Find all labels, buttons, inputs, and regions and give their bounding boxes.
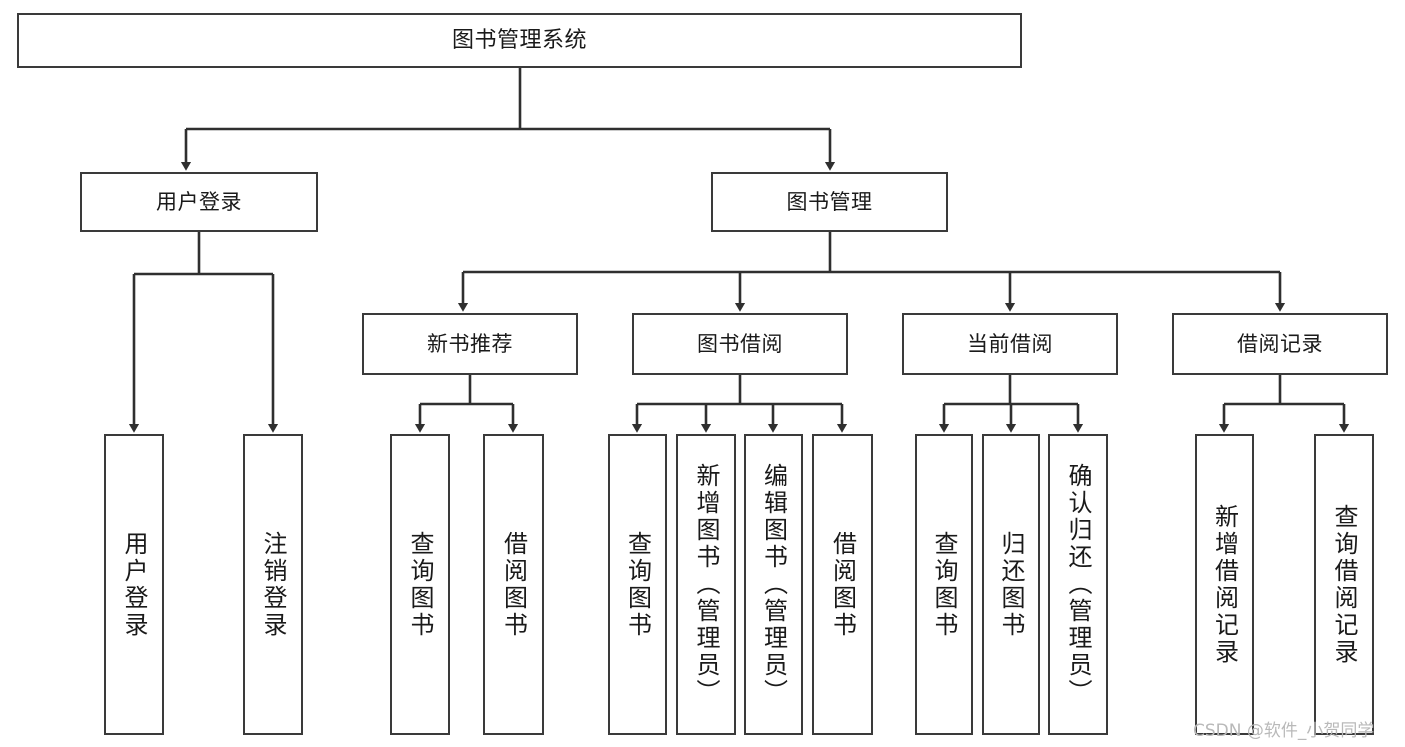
node-label: 当前借阅 bbox=[967, 331, 1053, 356]
node-leaf-borrow-book-1[interactable]: 借阅图书 bbox=[483, 434, 544, 735]
node-leaf-user-login[interactable]: 用户登录 bbox=[104, 434, 164, 735]
node-leaf-edit-book-admin[interactable]: 编辑图书（管理员） bbox=[744, 434, 803, 735]
node-label: 查询图书 bbox=[930, 530, 958, 639]
node-label: 借阅图书 bbox=[828, 530, 857, 639]
node-leaf-query-book-1[interactable]: 查询图书 bbox=[390, 434, 450, 735]
node-label: 新书推荐 bbox=[427, 331, 513, 356]
node-label: 归还图书 bbox=[997, 530, 1025, 639]
node-leaf-confirm-return-admin[interactable]: 确认归还（管理员） bbox=[1048, 434, 1108, 735]
node-label: 新增图书（管理员） bbox=[692, 463, 720, 706]
node-user-login[interactable]: 用户登录 bbox=[80, 172, 318, 232]
node-leaf-return-book[interactable]: 归还图书 bbox=[982, 434, 1040, 735]
node-current-borrow[interactable]: 当前借阅 bbox=[902, 313, 1118, 375]
node-book-management[interactable]: 图书管理 bbox=[711, 172, 948, 232]
node-label: 用户登录 bbox=[120, 530, 148, 639]
node-label: 图书借阅 bbox=[697, 331, 783, 356]
csdn-watermark: CSDN @软件_小贺同学 bbox=[1193, 721, 1375, 741]
node-label: 查询图书 bbox=[406, 530, 434, 639]
node-leaf-query-book-2[interactable]: 查询图书 bbox=[608, 434, 667, 735]
node-borrow-record[interactable]: 借阅记录 bbox=[1172, 313, 1388, 375]
node-label: 确认归还（管理员） bbox=[1064, 463, 1092, 706]
node-label: 用户登录 bbox=[156, 189, 242, 214]
node-label: 借阅记录 bbox=[1237, 331, 1323, 356]
node-label: 图书管理 bbox=[786, 189, 873, 214]
node-leaf-query-book-3[interactable]: 查询图书 bbox=[915, 434, 973, 735]
node-label: 借阅图书 bbox=[499, 530, 528, 639]
node-book-borrow[interactable]: 图书借阅 bbox=[632, 313, 848, 375]
node-root-title[interactable]: 图书管理系统 bbox=[17, 13, 1022, 68]
node-label: 编辑图书（管理员） bbox=[759, 463, 788, 706]
node-leaf-logout-login[interactable]: 注销登录 bbox=[243, 434, 303, 735]
node-leaf-add-borrow-record[interactable]: 新增借阅记录 bbox=[1195, 434, 1254, 735]
node-label: 图书管理系统 bbox=[451, 27, 587, 53]
node-label: 查询图书 bbox=[623, 530, 652, 639]
node-leaf-query-borrow-record[interactable]: 查询借阅记录 bbox=[1314, 434, 1374, 735]
node-label: 查询借阅记录 bbox=[1330, 503, 1358, 666]
node-leaf-borrow-book-2[interactable]: 借阅图书 bbox=[812, 434, 873, 735]
node-leaf-add-book-admin[interactable]: 新增图书（管理员） bbox=[676, 434, 736, 735]
node-label: 注销登录 bbox=[259, 530, 287, 639]
node-label: 新增借阅记录 bbox=[1210, 503, 1239, 666]
node-new-book-recommend[interactable]: 新书推荐 bbox=[362, 313, 578, 375]
